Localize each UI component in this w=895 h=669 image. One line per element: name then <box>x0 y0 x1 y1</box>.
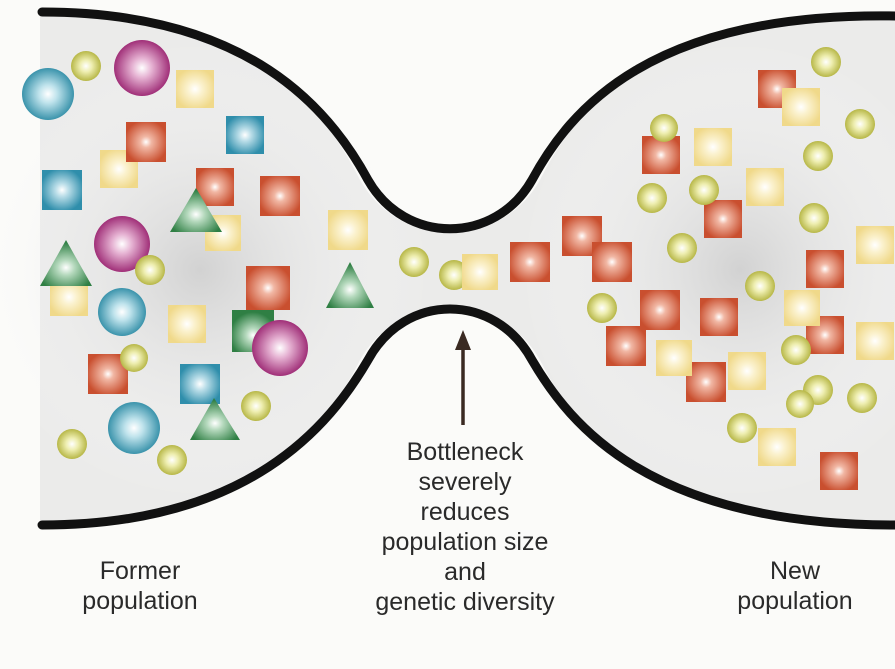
bottleneck-caption-line-2: severely <box>418 468 512 496</box>
former-population-label: Former population <box>40 556 240 616</box>
olive-circle <box>120 344 148 372</box>
blue-circle <box>22 68 74 120</box>
green-triangle <box>170 188 222 232</box>
green-triangle <box>326 262 374 308</box>
olive-circle <box>667 233 697 263</box>
magenta-circle <box>114 40 170 96</box>
former-label-line-1: Former <box>99 557 181 585</box>
magenta-circle <box>252 320 308 376</box>
yellow-square <box>694 128 732 166</box>
blue-square <box>226 116 264 154</box>
olive-circle <box>241 391 271 421</box>
red-square <box>246 266 290 310</box>
blue-circle <box>98 288 146 336</box>
olive-circle <box>439 260 469 290</box>
blue-circle <box>108 402 160 454</box>
bottleneck-caption-line-4: population size <box>381 528 549 556</box>
olive-circle <box>135 255 165 285</box>
former-label-line-2: population <box>82 587 198 615</box>
bottleneck-survivors <box>399 242 550 290</box>
new-label-line-2: population <box>737 587 853 615</box>
red-square <box>700 298 738 336</box>
olive-circle <box>847 383 877 413</box>
new-population <box>562 47 894 490</box>
bottleneck-caption: Bottleneck severely reduces population s… <box>330 437 600 617</box>
red-square <box>126 122 166 162</box>
red-square <box>704 200 742 238</box>
yellow-square <box>758 428 796 466</box>
olive-circle <box>637 183 667 213</box>
olive-circle <box>57 429 87 459</box>
olive-circle <box>803 141 833 171</box>
new-label-line-1: New <box>769 557 820 585</box>
bottleneck-caption-line-3: reduces <box>420 498 510 526</box>
yellow-square <box>168 305 206 343</box>
olive-circle <box>727 413 757 443</box>
red-square <box>640 290 680 330</box>
red-square <box>510 242 550 282</box>
yellow-square <box>746 168 784 206</box>
red-square <box>606 326 646 366</box>
olive-circle <box>799 203 829 233</box>
yellow-square <box>656 340 692 376</box>
yellow-square <box>856 226 894 264</box>
bottleneck-caption-line-1: Bottleneck <box>406 438 524 466</box>
red-square <box>260 176 300 216</box>
yellow-square <box>462 254 498 290</box>
yellow-square <box>328 210 368 250</box>
olive-circle <box>845 109 875 139</box>
green-triangle <box>40 240 92 286</box>
olive-circle <box>71 51 101 81</box>
yellow-square <box>782 88 820 126</box>
new-population-label: New population <box>700 556 890 616</box>
red-square <box>820 452 858 490</box>
yellow-square <box>728 352 766 390</box>
olive-circle <box>811 47 841 77</box>
blue-square <box>180 364 220 404</box>
bottleneck-caption-line-6: genetic diversity <box>375 588 555 616</box>
olive-circle <box>650 114 678 142</box>
olive-circle <box>689 175 719 205</box>
magenta-circle <box>94 216 150 272</box>
olive-circle <box>399 247 429 277</box>
blue-square <box>42 170 82 210</box>
bottleneck-caption-line-5: and <box>444 558 486 586</box>
yellow-square <box>784 290 820 326</box>
olive-circle <box>745 271 775 301</box>
arrow-head-icon <box>455 330 471 350</box>
bottom-boundary-curve <box>37 304 895 530</box>
green-triangle <box>190 398 240 440</box>
yellow-square <box>856 322 894 360</box>
olive-circle <box>587 293 617 323</box>
yellow-square <box>176 70 214 108</box>
red-square <box>592 242 632 282</box>
red-square <box>642 136 680 174</box>
right-chamber-glow <box>520 40 895 500</box>
olive-circle <box>781 335 811 365</box>
red-square <box>686 362 726 402</box>
red-square <box>806 250 844 288</box>
olive-circle <box>786 390 814 418</box>
olive-circle <box>157 445 187 475</box>
former-population <box>22 40 374 475</box>
top-boundary-curve <box>37 7 895 234</box>
